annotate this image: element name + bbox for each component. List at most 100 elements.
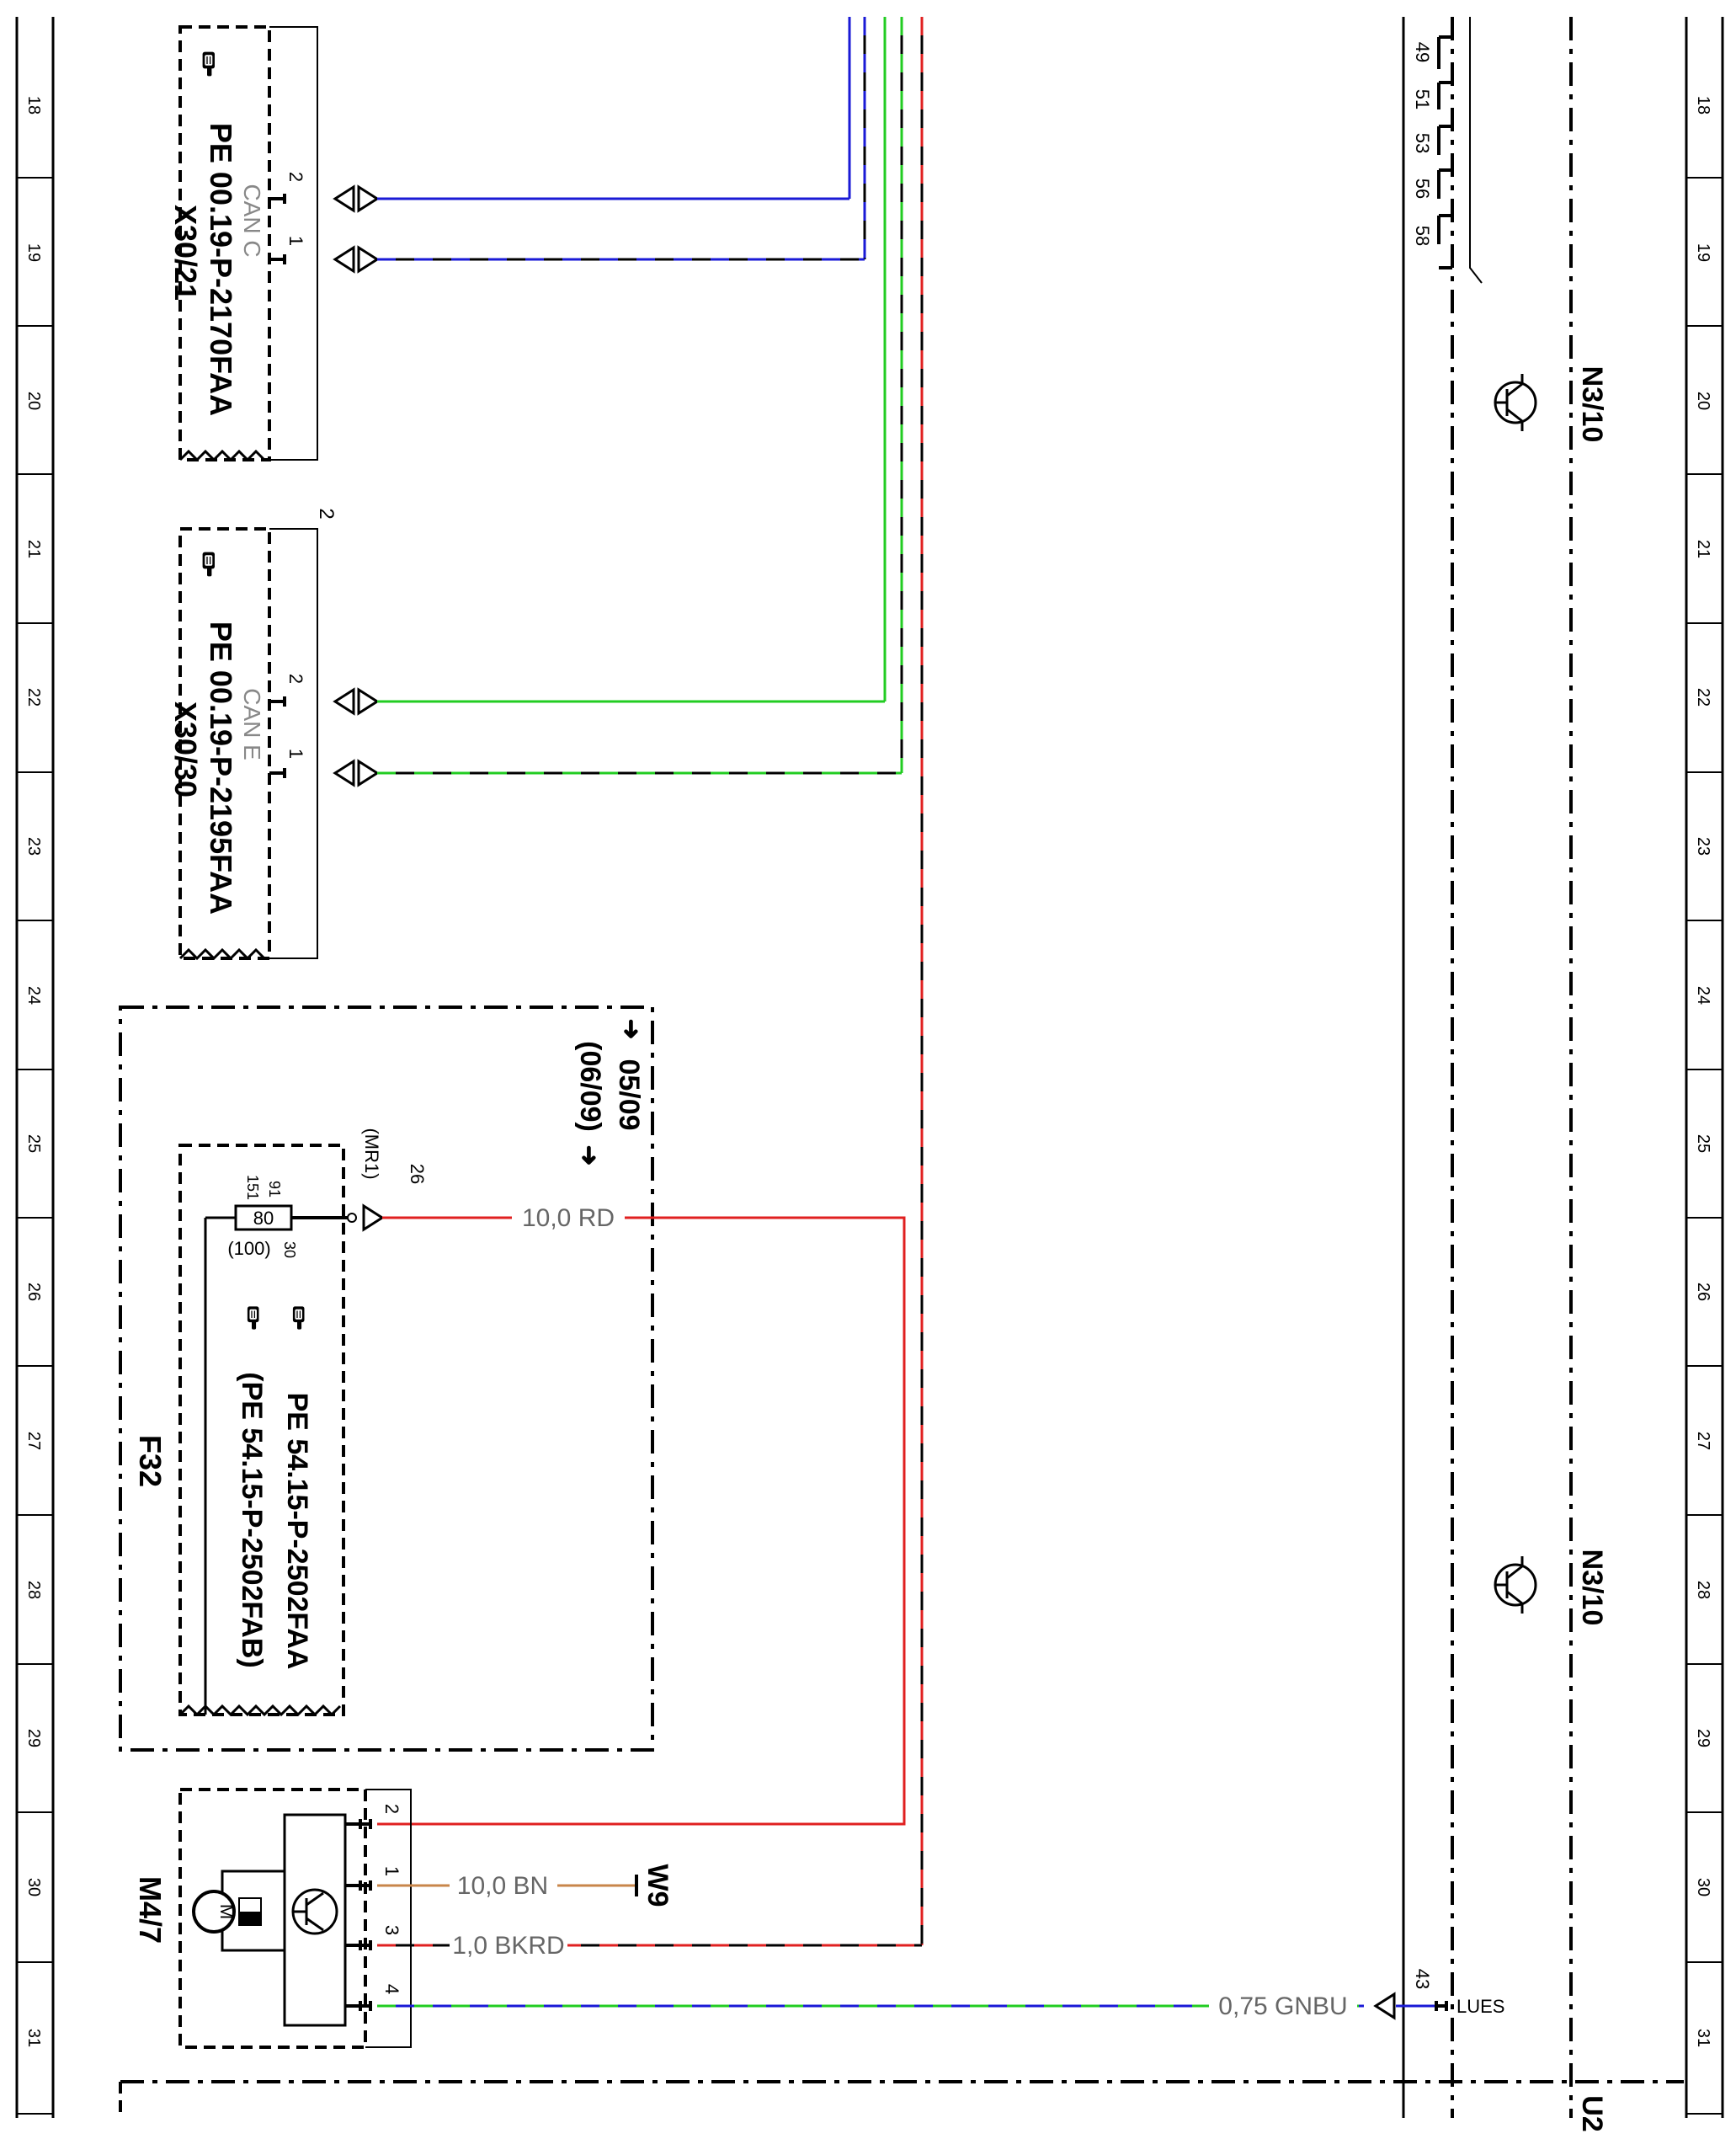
grid-number: 31 [1694, 2029, 1712, 2047]
connector-x30-30: 2 PE 00.19-P-2195FAA X30/30 CAN E 2 1 [168, 508, 380, 961]
connector-arrows-icon [333, 184, 380, 274]
grid-number: 24 [1694, 986, 1712, 1005]
fuse-terminal-label: 91 [266, 1181, 283, 1198]
fuse-value-label: 80 [253, 1208, 274, 1229]
grid-number: 28 [1694, 1581, 1712, 1599]
grid-number: 22 [1694, 688, 1712, 707]
grid-number: 19 [1694, 243, 1712, 262]
signal-name-label: LUES [1456, 1996, 1504, 2017]
fuse-pin-number: 26 [407, 1164, 428, 1184]
grid-number: 31 [24, 2029, 43, 2047]
connector-pin-label: 1 [285, 749, 306, 759]
ground-point-label: W9 [642, 1864, 674, 1907]
grid-number: 22 [24, 688, 43, 707]
wire-10-rd: 10,0 RD [377, 1204, 906, 1826]
module-pin-label: 43 [1412, 1969, 1433, 1989]
document-reference-icon [292, 1305, 306, 1331]
grid-number: 25 [1694, 1134, 1712, 1153]
document-reference-icon [201, 551, 216, 578]
motor-pin-label: 2 [381, 1804, 402, 1814]
transistor-icon [291, 1888, 338, 1935]
wire-1-bkrd: 1,0 BKRD [377, 1932, 922, 1960]
row-number-strip-left: 18 19 20 21 22 23 24 25 26 27 28 29 30 3… [15, 17, 55, 2118]
fuse-rating-alt-label: (100) [227, 1238, 270, 1259]
grid-number: 26 [1694, 1283, 1712, 1301]
fuse-terminal-label: 151 [244, 1175, 261, 1200]
wire-label: 1,0 BKRD [452, 1932, 564, 1960]
module-pin-label: 51 [1412, 89, 1433, 109]
connector-arrows-icon [333, 687, 380, 787]
motor-pin-label: 4 [381, 1984, 402, 1994]
document-reference-icon [247, 1305, 260, 1331]
can-e-wires [377, 700, 902, 775]
module-corner-label: U2 [1576, 2095, 1608, 2131]
row-number-strip-right: 18 19 20 21 22 23 24 25 26 27 28 29 30 3… [1685, 17, 1724, 2118]
grid-number: 18 [1694, 96, 1712, 115]
fuse-box-f32: F32 05/09 ➜ (06/09) ➜ 80 151 91 30 (100)… [119, 1005, 654, 1752]
fuse-box-ref-label: F32 [133, 1435, 168, 1487]
connector-doc-reference: PE 00.19-P-2195FAA [204, 621, 238, 915]
motor-m4-7: M M4/7 2 1 3 4 [133, 1788, 412, 2049]
grid-number: 21 [24, 540, 43, 558]
validity-from-label: 05/09 [613, 1059, 645, 1130]
grid-number: 23 [24, 837, 43, 856]
fuse-doc-reference-alt: (PE 54.15-P-2502FAB) [236, 1372, 268, 1668]
motor-pin-label: 1 [381, 1866, 402, 1876]
module-pin-label: 49 [1412, 42, 1433, 62]
grid-number: 20 [1694, 392, 1712, 410]
wire-label: 10,0 BN [457, 1872, 548, 1900]
can-bus-label: CAN E [239, 688, 265, 760]
module-ref-label: N3/10 [1576, 366, 1608, 443]
wire-label: 0,75 GNBU [1218, 1992, 1347, 2020]
validity-to-label: (06/09) [574, 1041, 606, 1132]
fuse-output-arrow-icon [362, 1203, 385, 1232]
grid-number: 19 [24, 243, 43, 262]
module-ref-label: N3/10 [1576, 1550, 1608, 1626]
connector-doc-reference: PE 00.19-P-2170FAA [204, 123, 238, 416]
connector-bracket-number: 2 [315, 508, 338, 519]
module-pin-label: 58 [1412, 226, 1433, 246]
transistor-icon [1494, 374, 1537, 431]
grid-number: 30 [24, 1878, 43, 1896]
transistor-icon [1494, 1556, 1537, 1614]
fuse-terminal-label: 30 [281, 1241, 298, 1258]
grid-number: 28 [24, 1581, 43, 1599]
motor-ref-label: M4/7 [133, 1876, 168, 1944]
connector-ref-label: X30/21 [168, 205, 203, 301]
motor-pin-label: 3 [381, 1925, 402, 1935]
connector-x30-21: PE 00.19-P-2170FAA X30/21 CAN C 2 1 [168, 25, 380, 462]
fuse-doc-reference: PE 54.15-P-2502FAA [281, 1393, 313, 1670]
validity-arrow-icon: ➜ [575, 1144, 603, 1166]
motor-letter: M [216, 1904, 237, 1919]
grid-number: 25 [24, 1134, 43, 1153]
grid-number: 26 [24, 1283, 43, 1301]
wire-0-75-gnbu: 0,75 GNBU 43 LUES [377, 1969, 1504, 2020]
grid-number: 30 [1694, 1878, 1712, 1896]
connector-ref-label: X30/30 [168, 701, 203, 797]
can-bus-trunk [848, 17, 924, 1945]
grid-number: 23 [1694, 837, 1712, 856]
motor-icon [192, 1890, 236, 1934]
module-pin-label: 53 [1412, 133, 1433, 153]
grid-number: 24 [24, 986, 43, 1005]
connector-pin-label: 2 [285, 172, 306, 182]
validity-arrow-icon: ➜ [617, 1018, 645, 1039]
grid-number: 21 [1694, 540, 1712, 558]
fuse-pin-name: (MR1) [361, 1128, 382, 1179]
module-n3-10: 49 51 53 56 58 N3/10 N3/10 U2 [119, 17, 1684, 2132]
document-reference-icon [201, 51, 216, 77]
grid-number: 27 [1694, 1432, 1712, 1450]
grid-number: 29 [1694, 1729, 1712, 1747]
connector-pin-label: 2 [285, 674, 306, 684]
can-bus-label: CAN C [239, 184, 265, 257]
signal-input-arrow-icon [1373, 1992, 1396, 2020]
can-c-wires [377, 197, 865, 261]
grid-number: 27 [24, 1432, 43, 1450]
wire-10-bn: 10,0 BN W9 [377, 1864, 674, 1907]
connector-pin-label: 1 [285, 236, 306, 246]
grid-number: 29 [24, 1729, 43, 1747]
module-pin-label: 56 [1412, 179, 1433, 199]
grid-number: 18 [24, 96, 43, 115]
wire-label: 10,0 RD [522, 1204, 615, 1232]
